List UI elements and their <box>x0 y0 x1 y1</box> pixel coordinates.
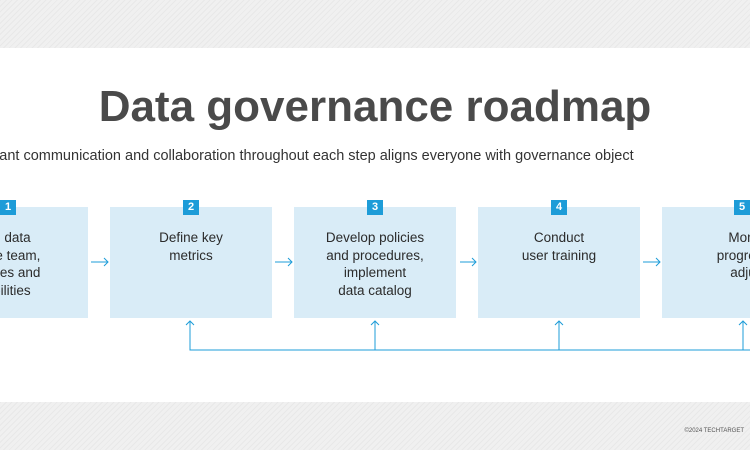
step-2-number-badge: 2 <box>183 200 199 215</box>
step-1-text: ish data ance team, e roles and sibiliti… <box>0 230 41 298</box>
arrowhead-2-3 <box>287 257 293 267</box>
arrowhead-up-4 <box>554 320 564 326</box>
arrowhead-4-5 <box>655 257 661 267</box>
step-box-1: ish data ance team, e roles and sibiliti… <box>0 207 88 318</box>
step-3-text: Develop policies and procedures, impleme… <box>325 230 425 298</box>
arrowhead-3-4 <box>471 257 477 267</box>
step-1-number-badge: 1 <box>0 200 16 215</box>
step-4-text: Conduct user training <box>521 230 597 263</box>
step-2-text: Define key metrics <box>159 230 223 263</box>
page-title: Data governance roadmap <box>98 82 652 131</box>
step-box-5: Moni progress adju <box>662 207 750 318</box>
arrowhead-up-5 <box>738 320 748 326</box>
top-band <box>0 0 750 48</box>
step-box-4: Conduct user training <box>478 207 640 318</box>
step-4-number-badge: 4 <box>551 200 567 215</box>
step-5-number-badge: 5 <box>734 200 750 215</box>
step-5-text: Moni progress adju <box>716 230 750 280</box>
arrowhead-1-2 <box>103 257 109 267</box>
bottom-band <box>0 402 750 450</box>
feedback-loop-line <box>189 321 750 351</box>
step-3-number-badge: 3 <box>367 200 383 215</box>
step-box-3: Develop policies and procedures, impleme… <box>294 207 456 318</box>
page-subtitle: stant communication and collaboration th… <box>0 148 634 164</box>
arrowhead-up-3 <box>370 320 380 326</box>
step-box-2: Define key metrics <box>110 207 272 318</box>
arrowhead-up-2 <box>185 320 195 326</box>
copyright-notice: ©2024 TECHTARGET <box>684 428 744 434</box>
